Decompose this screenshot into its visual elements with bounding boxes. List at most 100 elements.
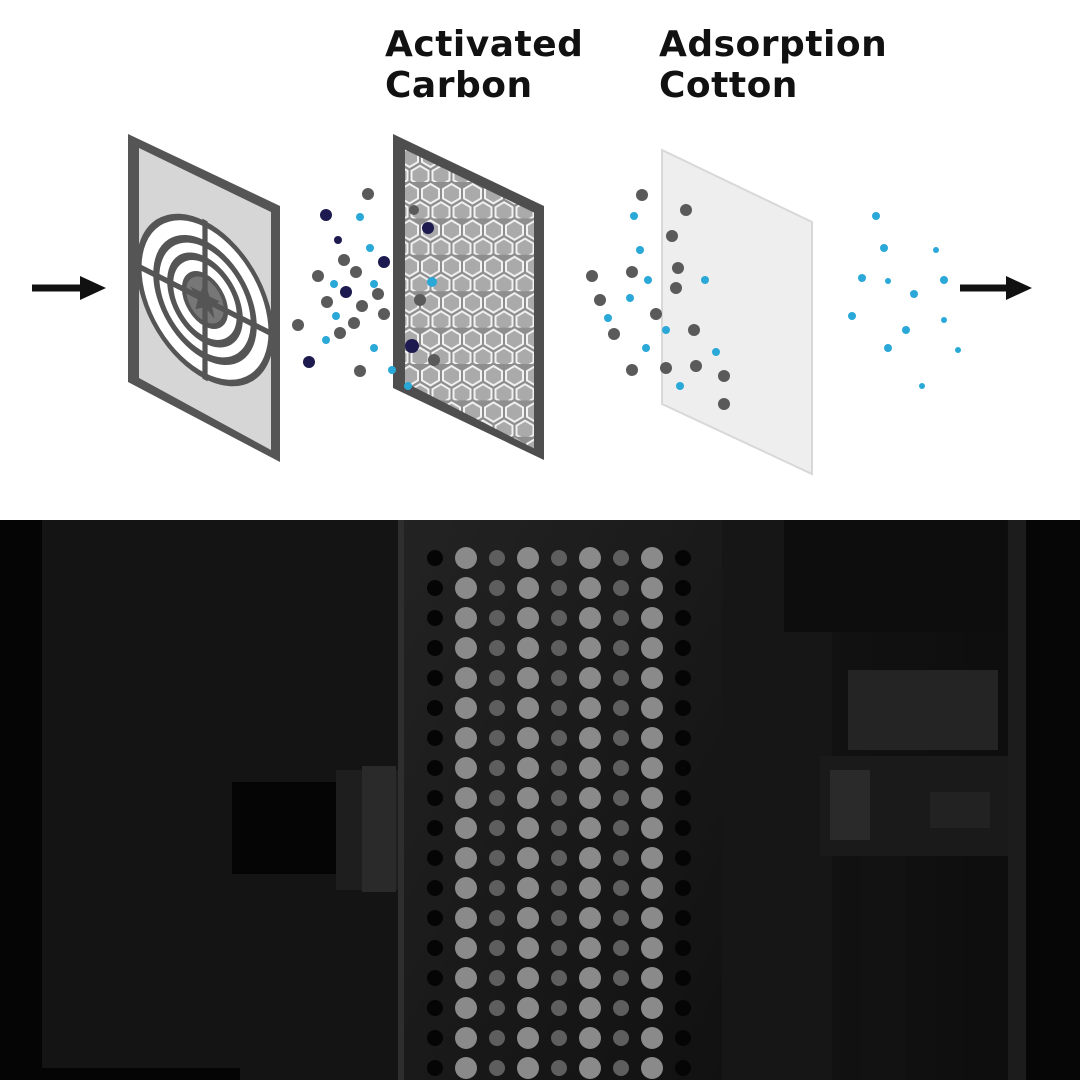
activated-carbon-label: Activated Carbon (385, 24, 583, 106)
mesh-hole (551, 850, 567, 866)
mesh-hole (489, 700, 505, 716)
mesh-hole (551, 880, 567, 896)
mesh-hole (579, 967, 601, 989)
mesh-hole (517, 877, 539, 899)
mesh-hole (489, 910, 505, 926)
mesh-hole (579, 997, 601, 1019)
mesh-hole (427, 700, 443, 716)
mesh-hole (579, 937, 601, 959)
particles-in-carbon (405, 205, 440, 366)
mesh-hole (455, 787, 477, 809)
mesh-hole (517, 757, 539, 779)
mesh-hole (641, 727, 663, 749)
mesh-hole (455, 847, 477, 869)
mesh-hole (489, 790, 505, 806)
diagram-graphics (32, 134, 1032, 476)
mesh-hole (613, 940, 629, 956)
mesh-hole (455, 937, 477, 959)
mesh-hole (641, 697, 663, 719)
mesh-hole (641, 847, 663, 869)
mesh-hole (551, 790, 567, 806)
mesh-hole (551, 610, 567, 626)
mesh-hole (579, 847, 601, 869)
mesh-hole (427, 1060, 443, 1076)
mesh-hole (517, 577, 539, 599)
mesh-hole (427, 910, 443, 926)
mesh-hole (675, 550, 691, 566)
mesh-hole (641, 607, 663, 629)
adsorption-cotton-label-line2: Cotton (659, 65, 798, 106)
mesh-hole (517, 907, 539, 929)
mesh-hole (675, 640, 691, 656)
mesh-hole (517, 637, 539, 659)
mesh-hole (641, 757, 663, 779)
mesh-hole (579, 697, 601, 719)
mesh-hole (427, 640, 443, 656)
mesh-hole (641, 637, 663, 659)
particles-clean (848, 212, 961, 389)
mesh-hole (455, 547, 477, 569)
mesh-hole (455, 577, 477, 599)
mesh-hole (613, 1060, 629, 1076)
mesh-hole (489, 610, 505, 626)
mesh-hole (613, 1000, 629, 1016)
mesh-hole (613, 880, 629, 896)
mesh-hole (489, 970, 505, 986)
mesh-hole (489, 880, 505, 896)
mesh-hole (613, 1030, 629, 1046)
mesh-hole (455, 1057, 477, 1079)
mesh-hole (579, 757, 601, 779)
mesh-hole (641, 817, 663, 839)
mesh-hole (613, 850, 629, 866)
mesh-hole (489, 730, 505, 746)
mesh-hole (517, 817, 539, 839)
mesh-hole (489, 1030, 505, 1046)
mesh-hole (675, 610, 691, 626)
mesh-hole (427, 610, 443, 626)
mesh-hole (641, 787, 663, 809)
fan-grill-icon (128, 134, 280, 462)
mesh-hole (579, 817, 601, 839)
mesh-hole (517, 787, 539, 809)
mesh-hole (517, 547, 539, 569)
mesh-hole (517, 607, 539, 629)
mesh-hole (517, 727, 539, 749)
mesh-hole (675, 940, 691, 956)
mesh-hole (641, 667, 663, 689)
mesh-hole (613, 790, 629, 806)
mesh-hole (551, 640, 567, 656)
mesh-hole (517, 937, 539, 959)
mesh-hole (489, 1000, 505, 1016)
mesh-hole (455, 817, 477, 839)
adsorption-cotton-label: Adsorption Cotton (659, 24, 887, 106)
mesh-hole (641, 997, 663, 1019)
mesh-hole (675, 670, 691, 686)
mesh-hole (489, 1060, 505, 1076)
mesh-hole (613, 550, 629, 566)
mesh-hole (551, 760, 567, 776)
outflow-arrow-icon (960, 276, 1032, 300)
mesh-hole (427, 1030, 443, 1046)
mesh-hole (579, 877, 601, 899)
mesh-hole (517, 967, 539, 989)
mesh-hole (551, 730, 567, 746)
mesh-hole (427, 760, 443, 776)
filtration-diagram: Activated Carbon Adsorption Cotton (0, 0, 1080, 520)
mesh-holes (427, 547, 691, 1079)
mesh-hole (489, 580, 505, 596)
mesh-hole (675, 790, 691, 806)
mesh-hole (613, 820, 629, 836)
mesh-hole (579, 1057, 601, 1079)
particles-partially-filtered (586, 189, 730, 410)
mesh-hole (579, 607, 601, 629)
mesh-hole (641, 1057, 663, 1079)
mesh-hole (517, 997, 539, 1019)
mesh-hole (613, 910, 629, 926)
mesh-hole (579, 727, 601, 749)
mesh-hole (517, 847, 539, 869)
mesh-hole (427, 1000, 443, 1016)
mesh-hole (455, 997, 477, 1019)
mesh-hole (517, 1027, 539, 1049)
mesh-hole (551, 1030, 567, 1046)
